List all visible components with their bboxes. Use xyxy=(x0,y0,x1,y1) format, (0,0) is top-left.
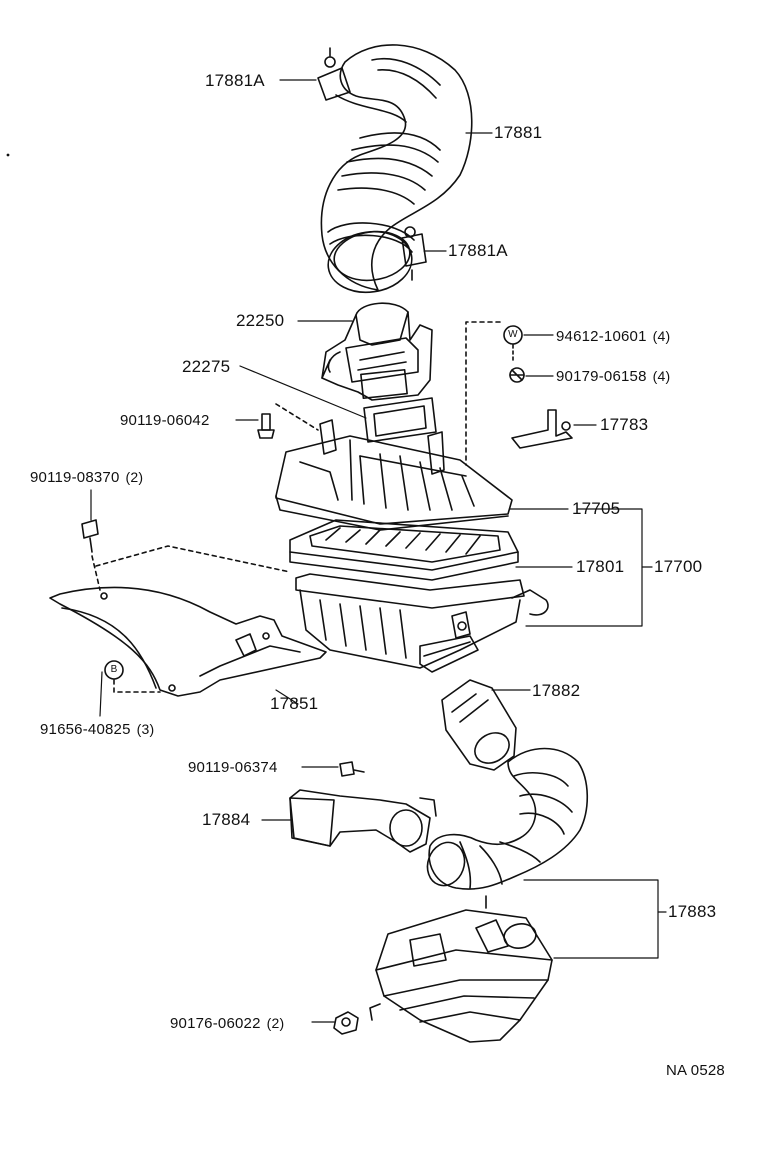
label-hose-upper: 17881 xyxy=(494,123,543,142)
label-bolt-90119-08370-part: 90119-08370 xyxy=(30,469,120,486)
drawing-number: NA 0528 xyxy=(666,1062,725,1079)
label-bracket: 17783 xyxy=(600,415,649,434)
washer-and-nut xyxy=(465,321,554,466)
label-air-flow-meter: 22250 xyxy=(236,311,285,330)
label-gasket: 22275 xyxy=(182,357,231,376)
label-clip-part: 91656-40825 xyxy=(40,721,131,738)
label-nut-90176-part: 90176-06022 xyxy=(170,1015,261,1032)
upper-hose xyxy=(320,44,473,294)
label-nut-90179-part: 90179-06158 xyxy=(556,368,647,385)
air-flow-meter xyxy=(321,302,433,401)
label-washer: 94612-10601 (4) xyxy=(556,327,670,346)
label-element: 17801 xyxy=(576,557,625,576)
label-nut-90179-qty: (4) xyxy=(652,368,671,384)
label-bolt-90119-06042: 90119-06042 xyxy=(120,412,210,429)
label-bolt-90119-08370-qty: (2) xyxy=(125,469,144,485)
label-duct-17882: 17882 xyxy=(532,681,581,700)
intake-duct-17884 xyxy=(261,789,437,853)
label-resonator: 17883 xyxy=(668,902,717,921)
hose-clamp-top xyxy=(279,47,351,101)
bolt-90119-06374 xyxy=(301,761,365,777)
label-heat-shield: 17851 xyxy=(270,694,319,713)
b-marker: B xyxy=(110,664,118,675)
air-cleaner-case xyxy=(295,573,549,673)
resonator-hose xyxy=(426,747,589,890)
label-nut-90179: 90179-06158 (4) xyxy=(556,367,670,386)
label-cap: 17705 xyxy=(572,499,621,518)
label-nut-90176-qty: (2) xyxy=(266,1015,285,1031)
label-bolt-90119-08370: 90119-08370 (2) xyxy=(30,468,143,487)
label-washer-part: 94612-10601 xyxy=(556,328,647,345)
bolt-90119-08370 xyxy=(81,489,291,591)
clip-marker xyxy=(99,660,161,717)
gasket xyxy=(363,397,437,443)
label-nut-90176: 90176-06022 (2) xyxy=(170,1014,284,1033)
label-bolt-90119-06374: 90119-06374 xyxy=(188,759,278,776)
label-washer-qty: (4) xyxy=(652,328,671,344)
label-clip-qty: (3) xyxy=(136,721,155,737)
intake-duct-17882 xyxy=(441,679,531,771)
label-assembly: 17700 xyxy=(654,557,703,576)
label-clamp-bottom: 17881A xyxy=(448,241,508,260)
label-clip: 91656-40825 (3) xyxy=(40,720,154,739)
heat-shield xyxy=(49,586,327,697)
hose-clamp-bottom xyxy=(401,226,447,281)
resonator-body xyxy=(369,895,553,1043)
label-duct-17884: 17884 xyxy=(202,810,251,829)
bolt-90119-06042 xyxy=(235,403,319,439)
air-cleaner-cap xyxy=(275,419,513,531)
label-clamp-top: 17881A xyxy=(205,71,265,90)
air-filter-element xyxy=(289,519,519,581)
bracket xyxy=(511,409,597,449)
w-marker: W xyxy=(508,329,518,340)
nut-90176-06022 xyxy=(311,1011,359,1035)
